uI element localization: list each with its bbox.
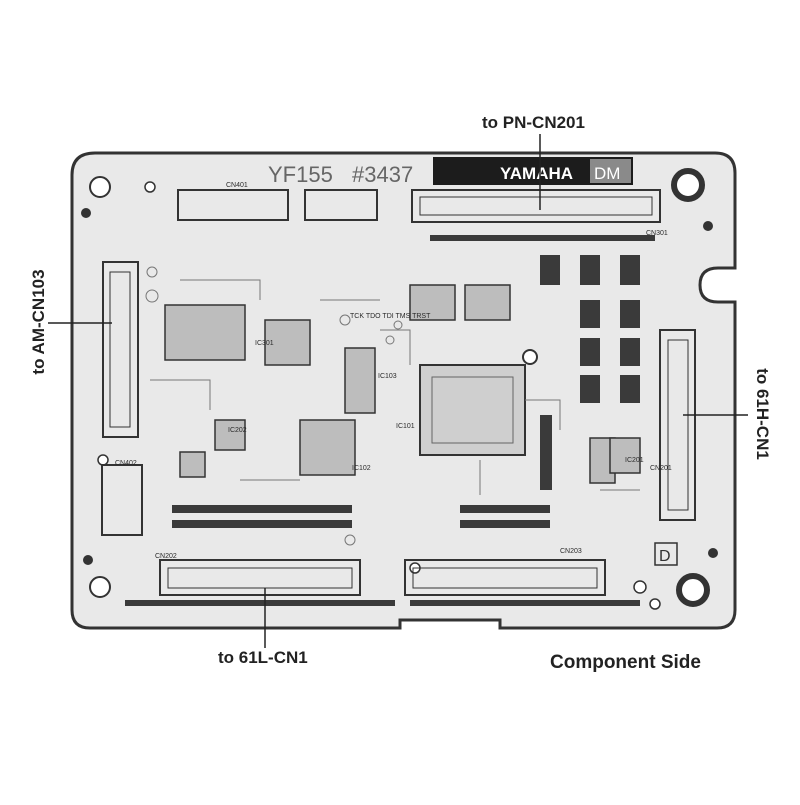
ic-blocks xyxy=(164,284,641,484)
right-connector xyxy=(659,329,696,521)
brand-suffix-text: DM xyxy=(594,164,620,183)
main-processor-chip xyxy=(419,364,526,456)
callout-right-connector: to 61H-CN1 xyxy=(753,368,772,460)
mounting-holes xyxy=(89,168,710,610)
callout-bottom-connector: to 61L-CN1 xyxy=(218,648,308,667)
board-serial-text: #3437 xyxy=(352,162,413,187)
silk-jtag: TCK TDO TDI TMS TRST xyxy=(350,313,431,320)
silk-ic101: IC101 xyxy=(396,423,415,430)
callout-left-connector: to AM-CN103 xyxy=(29,269,48,375)
left-connector xyxy=(102,261,139,438)
bottom-connector-row xyxy=(159,559,606,596)
top-connector-row xyxy=(177,189,661,223)
silk-ic103: IC103 xyxy=(378,373,397,380)
board-model-text: YF155 xyxy=(268,162,333,187)
small-connector xyxy=(101,464,143,536)
silk-ic201: IC201 xyxy=(625,457,644,464)
silk-cn301: CN301 xyxy=(646,230,668,237)
screw-marks xyxy=(81,208,718,565)
silk-cn202: CN202 xyxy=(155,553,177,560)
silk-cn402: CN402 xyxy=(115,460,137,467)
corner-letter-box xyxy=(654,542,678,566)
corner-letter: D xyxy=(659,548,671,565)
callout-top-connector: to PN-CN201 xyxy=(482,113,585,132)
leader-lines xyxy=(48,134,748,648)
silk-ic301: IC301 xyxy=(255,340,274,347)
silk-cn201: CN201 xyxy=(650,465,672,472)
silk-ic102: IC102 xyxy=(352,465,371,472)
component-side-label: Component Side xyxy=(550,652,701,673)
pin-header-rows xyxy=(125,235,655,606)
transistor-array xyxy=(540,255,640,403)
silk-cn203: CN203 xyxy=(560,548,582,555)
pcb-traces xyxy=(145,266,640,546)
silk-ic202: IC202 xyxy=(228,427,247,434)
brand-text: YAMAHA xyxy=(500,164,573,183)
silk-cn401: CN401 xyxy=(226,182,248,189)
